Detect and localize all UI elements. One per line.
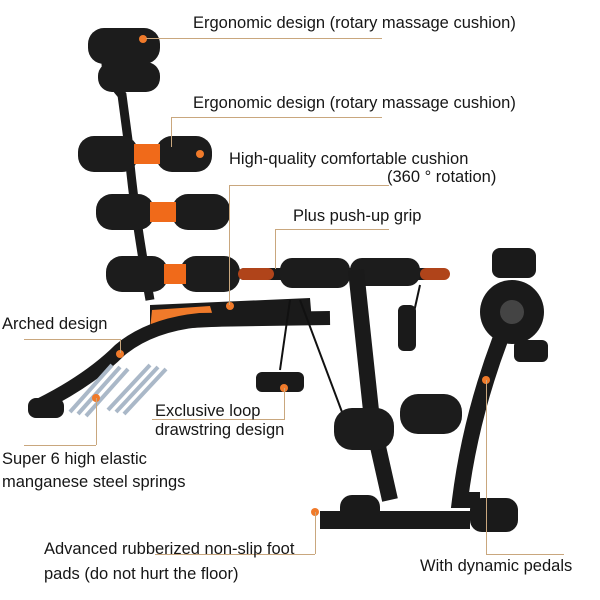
leader-line-neck-v — [171, 117, 172, 147]
leader-line-head — [146, 38, 382, 39]
leader-line-footpads-v — [315, 512, 316, 554]
leader-line-springs-v — [96, 398, 97, 445]
callout-dot-head — [139, 35, 147, 43]
leader-line-grip — [275, 229, 389, 230]
label-comfort-cushion-line2: (360 ° rotation) — [387, 168, 497, 186]
leader-line-pedals — [486, 554, 564, 555]
label-springs-line2: manganese steel springs — [2, 473, 186, 491]
leader-line-cushion — [229, 185, 389, 186]
label-comfort-cushion-line1: High-quality comfortable cushion — [229, 150, 469, 168]
head-cushion — [88, 28, 160, 64]
label-head-cushion: Ergonomic design (rotary massage cushion… — [193, 14, 516, 32]
label-neck-cushion: Ergonomic design (rotary massage cushion… — [193, 94, 516, 112]
callout-dot-seat — [226, 302, 234, 310]
callout-dot-cushion — [196, 150, 204, 158]
callout-dot-arched — [116, 350, 124, 358]
label-arched-design: Arched design — [2, 315, 108, 333]
neck-cushion — [98, 62, 160, 92]
leader-line-loop — [152, 419, 285, 420]
leader-line-neck — [172, 117, 382, 118]
label-pushup-grip: Plus push-up grip — [293, 207, 422, 225]
leader-line-arched-v — [120, 339, 121, 353]
label-loop-line2: drawstring design — [155, 421, 285, 439]
leader-line-grip-v — [275, 229, 276, 269]
leader-line-loop-v — [284, 388, 285, 419]
leader-line-arched — [24, 339, 120, 340]
leader-line-footpads — [155, 554, 315, 555]
label-pedals: With dynamic pedals — [420, 557, 573, 575]
leader-line-pedals-v — [486, 380, 487, 554]
leader-line-cushion-v — [229, 185, 230, 305]
label-springs-line1: Super 6 high elastic — [2, 450, 147, 468]
leader-line-springs — [24, 445, 96, 446]
label-loop-line1: Exclusive loop — [155, 402, 261, 420]
label-footpads-line2: pads (do not hurt the floor) — [44, 565, 239, 583]
label-footpads-line1: Advanced rubberized non-slip foot — [44, 540, 295, 558]
